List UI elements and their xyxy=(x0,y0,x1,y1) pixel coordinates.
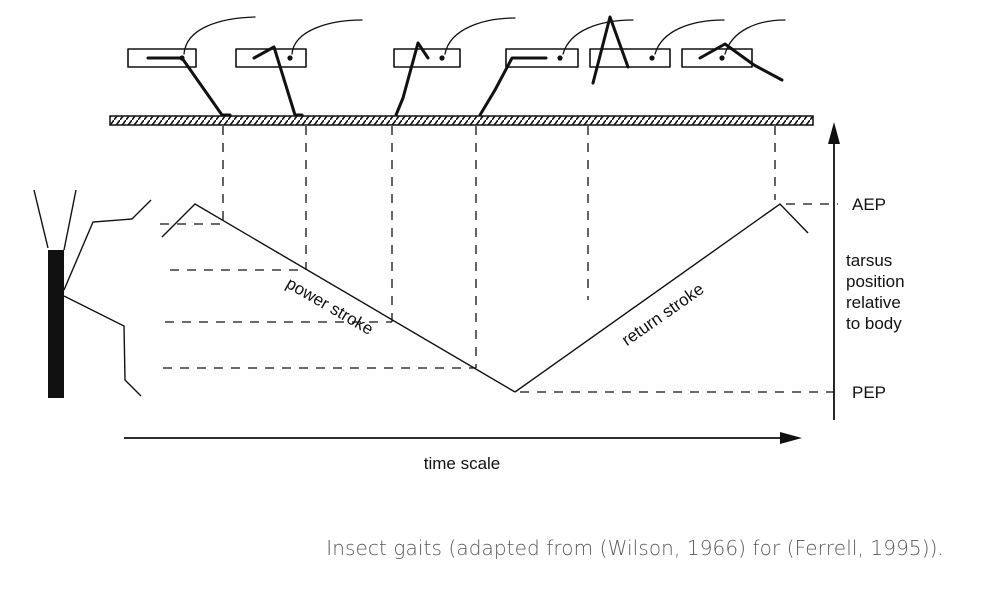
power-stroke-line xyxy=(161,203,516,393)
pep-label: PEP xyxy=(852,383,886,402)
event-lines xyxy=(222,126,776,368)
stroke-trajectory xyxy=(161,203,809,393)
position-axis-label-line: position xyxy=(846,272,905,291)
return-stroke-label: return stroke xyxy=(618,279,707,349)
level-lines xyxy=(160,203,838,393)
leg-posture-2 xyxy=(235,19,363,117)
ground-substrate xyxy=(109,115,814,126)
time-scale-label: time scale xyxy=(424,454,501,473)
position-axis xyxy=(828,122,840,420)
leg-side-view xyxy=(33,189,152,398)
leg-posture-6 xyxy=(681,19,786,82)
position-axis-label: tarsus position relative to body xyxy=(846,251,909,333)
leg-posture-1 xyxy=(127,16,256,117)
leg-posture-5 xyxy=(589,15,725,85)
leg-posture-4 xyxy=(478,19,634,117)
time-axis xyxy=(124,432,802,444)
time-axis-arrowhead xyxy=(780,432,802,444)
return-stroke-line xyxy=(514,203,809,393)
leg-postures xyxy=(127,15,786,117)
position-axis-label-line: to body xyxy=(846,314,902,333)
aep-label: AEP xyxy=(852,195,886,214)
position-axis-arrowhead xyxy=(828,122,840,144)
figure-caption: Insect gaits (adapted from (Wilson, 1966… xyxy=(326,536,944,560)
position-axis-label-line: relative xyxy=(846,293,901,312)
position-axis-label-line: tarsus xyxy=(846,251,892,270)
leg-posture-3 xyxy=(393,17,516,117)
insect-gait-diagram: AEP PEP tarsus position relative to body… xyxy=(33,15,909,473)
